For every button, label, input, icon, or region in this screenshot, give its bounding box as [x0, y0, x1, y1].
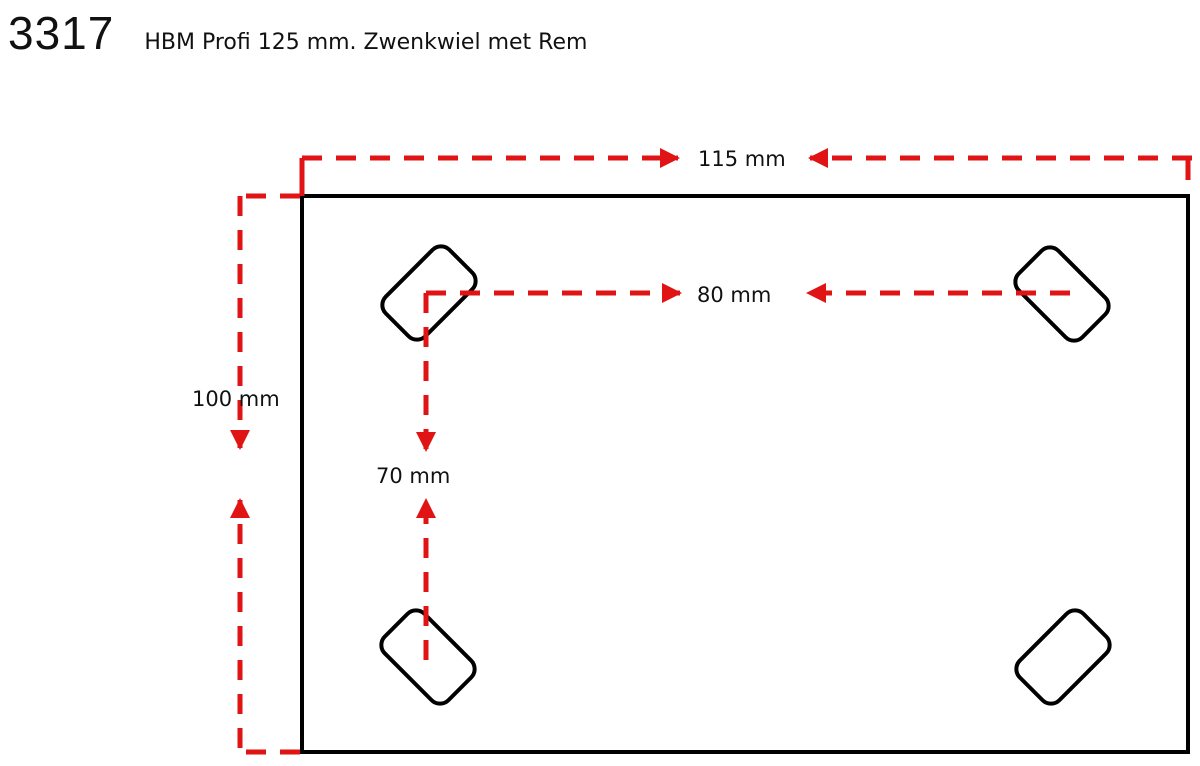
mounting-slot-top-right	[1013, 245, 1111, 343]
mounting-slot-bottom-right	[1014, 608, 1112, 706]
label-hole-horizontal: 80 mm	[697, 283, 771, 307]
label-plate-width: 115 mm	[698, 147, 786, 171]
label-hole-vertical: 70 mm	[376, 464, 450, 488]
header: 3317 HBM Profi 125 mm. Zwenkwiel met Rem	[8, 6, 587, 60]
product-title: HBM Profi 125 mm. Zwenkwiel met Rem	[144, 30, 588, 55]
label-plate-height: 100 mm	[192, 387, 280, 411]
plate-outline	[300, 194, 1190, 754]
product-code: 3317	[8, 7, 115, 59]
mounting-slot-top-left	[380, 244, 478, 342]
dimension-plate-height	[230, 193, 300, 755]
mounting-slot-bottom-left	[379, 608, 477, 706]
dimension-plate-width	[299, 148, 1192, 196]
